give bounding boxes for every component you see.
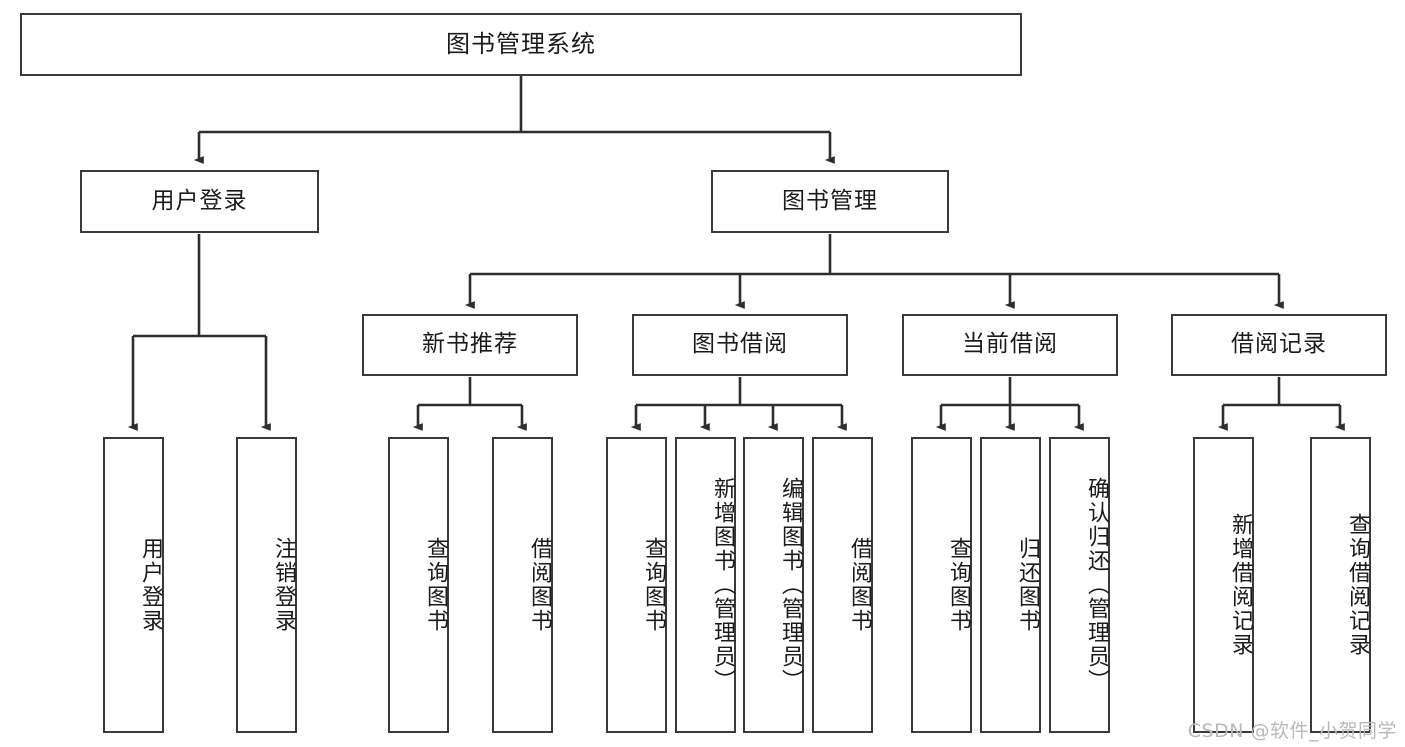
node-current-borrow-label: 当前借阅 — [962, 331, 1058, 358]
leaf-label: 借阅图书 — [847, 537, 872, 633]
leaf-borrow-record-query[interactable]: 查询借阅记录 — [1310, 437, 1371, 733]
leaf-label: 用户登录 — [138, 537, 163, 633]
leaf-label: 新增借阅记录 — [1228, 513, 1253, 657]
leaf-label: 查询图书 — [641, 537, 666, 633]
leaf-label: 新增图书（管理员） — [710, 477, 735, 693]
node-borrow-record-label: 借阅记录 — [1231, 331, 1327, 358]
leaf-label: 借阅图书 — [527, 537, 552, 633]
node-book-management[interactable]: 图书管理 — [711, 170, 949, 233]
node-root-label: 图书管理系统 — [446, 30, 596, 59]
leaf-label: 归还图书 — [1015, 537, 1040, 633]
node-borrow-record[interactable]: 借阅记录 — [1171, 314, 1387, 376]
node-user-login-label: 用户登录 — [151, 187, 248, 214]
node-book-borrow[interactable]: 图书借阅 — [632, 314, 848, 376]
leaf-user-login-signin[interactable]: 用户登录 — [103, 437, 164, 733]
leaf-new-book-borrow[interactable]: 借阅图书 — [492, 437, 553, 733]
leaf-label: 确认归还（管理员） — [1084, 477, 1109, 693]
leaf-current-borrow-return[interactable]: 归还图书 — [980, 437, 1041, 733]
node-new-book-recommend-label: 新书推荐 — [422, 331, 518, 358]
node-book-management-label: 图书管理 — [782, 187, 878, 214]
leaf-book-borrow-lend[interactable]: 借阅图书 — [812, 437, 873, 733]
leaf-current-borrow-query[interactable]: 查询图书 — [911, 437, 972, 733]
leaf-label: 注销登录 — [271, 537, 296, 633]
leaf-label: 查询图书 — [946, 537, 971, 633]
node-current-borrow[interactable]: 当前借阅 — [902, 314, 1118, 376]
leaf-label: 查询图书 — [423, 537, 448, 633]
leaf-new-book-query[interactable]: 查询图书 — [388, 437, 449, 733]
leaf-current-borrow-confirm-return[interactable]: 确认归还（管理员） — [1049, 437, 1110, 733]
node-book-borrow-label: 图书借阅 — [692, 331, 788, 358]
leaf-user-login-signout[interactable]: 注销登录 — [236, 437, 297, 733]
node-new-book-recommend[interactable]: 新书推荐 — [362, 314, 578, 376]
leaf-book-borrow-add[interactable]: 新增图书（管理员） — [675, 437, 736, 733]
node-user-login[interactable]: 用户登录 — [80, 170, 319, 233]
watermark: CSDN @软件_小贺同学 — [1187, 720, 1397, 742]
node-root[interactable]: 图书管理系统 — [20, 13, 1022, 76]
leaf-book-borrow-query[interactable]: 查询图书 — [606, 437, 667, 733]
leaf-borrow-record-add[interactable]: 新增借阅记录 — [1193, 437, 1254, 733]
leaf-label: 编辑图书（管理员） — [778, 477, 803, 693]
leaf-book-borrow-edit[interactable]: 编辑图书（管理员） — [743, 437, 804, 733]
leaf-label: 查询借阅记录 — [1345, 513, 1370, 657]
